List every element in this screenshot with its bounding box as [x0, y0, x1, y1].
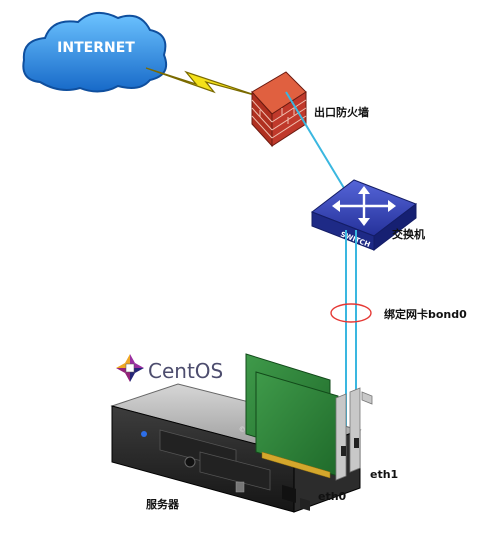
network-cards [245, 353, 373, 511]
eth0-label: eth0 [318, 490, 347, 503]
firewall-label: 出口防火墙 [314, 105, 369, 119]
firewall-icon [251, 71, 307, 148]
bond-label: 绑定网卡bond0 [384, 307, 467, 321]
cloud-label: INTERNET [57, 40, 135, 56]
switch-icon: SWITCH [310, 179, 418, 252]
switch-label: 交换机 [392, 227, 425, 241]
cloud-shape [22, 11, 168, 93]
bond-ring [330, 303, 372, 323]
eth1-label: eth1 [370, 468, 398, 481]
link-firewall-switch [285, 91, 351, 199]
centos-logo-text: CentOS [148, 359, 223, 383]
internet-cloud: INTERNET [22, 11, 168, 93]
centos-logo: CentOS [116, 354, 223, 383]
server-label: 服务器 [146, 497, 180, 511]
